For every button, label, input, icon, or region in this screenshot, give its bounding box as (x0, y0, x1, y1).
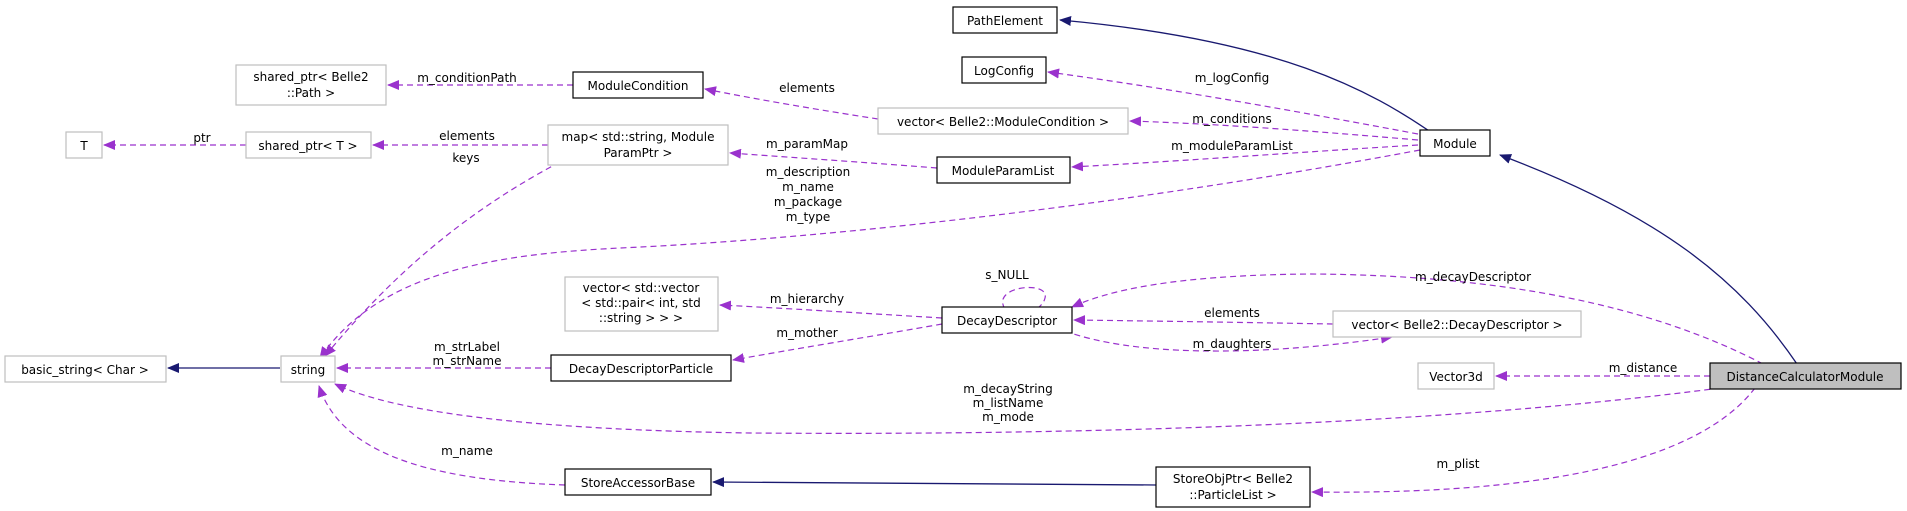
node-path-element[interactable]: PathElement (952, 6, 1058, 34)
node-map-string-param[interactable]: map< std::string, Module ParamPtr > (547, 124, 729, 166)
label-m-module-param-list: m_moduleParamList (1171, 139, 1293, 153)
label-particle-strings: m_strLabel m_strName (433, 340, 502, 368)
node-store-obj-ptr[interactable]: StoreObjPtr< Belle2 ::ParticleList > (1155, 466, 1311, 508)
svg-text:shared_ptr< T >: shared_ptr< T > (258, 139, 357, 153)
label-m-decay-descriptor: m_decayDescriptor (1415, 270, 1531, 284)
svg-text:::Path >: ::Path > (287, 86, 335, 100)
edge-module-to-moduleparamlist (1071, 144, 1419, 172)
node-basic-string[interactable]: basic_string< Char > (4, 355, 167, 383)
svg-text:ModuleCondition: ModuleCondition (588, 79, 689, 93)
svg-text:ParamPtr >: ParamPtr > (604, 146, 673, 160)
svg-text:m_strLabel: m_strLabel (434, 340, 500, 354)
label-m-mother: m_mother (776, 326, 837, 340)
node-vector3d[interactable]: Vector3d (1417, 362, 1495, 390)
svg-text:DecayDescriptor: DecayDescriptor (957, 314, 1057, 328)
node-t[interactable]: T (65, 131, 103, 159)
node-vector-pair[interactable]: vector< std::vector < std::pair< int, st… (564, 276, 719, 332)
label-s-null: s_NULL (985, 268, 1029, 282)
svg-text:Vector3d: Vector3d (1429, 370, 1483, 384)
svg-text:map< std::string, Module: map< std::string, Module (562, 130, 715, 144)
label-ptr: ptr (193, 131, 210, 145)
edge-module-to-string (319, 149, 1421, 359)
edge-paramlist-to-map (729, 148, 938, 169)
svg-text:m_strName: m_strName (433, 354, 502, 368)
label-m-distance: m_distance (1609, 361, 1678, 375)
svg-text:m_mode: m_mode (982, 410, 1034, 424)
node-module-param-list[interactable]: ModuleParamList (936, 156, 1071, 184)
node-vector-module-condition[interactable]: vector< Belle2::ModuleCondition > (877, 107, 1129, 135)
label-m-param-map: m_paramMap (766, 137, 848, 151)
edge-map-to-string (324, 161, 561, 357)
node-vector-decay-descriptor[interactable]: vector< Belle2::DecayDescriptor > (1332, 310, 1582, 338)
svg-text:::ParticleList >: ::ParticleList > (1189, 488, 1276, 502)
edge-distancecalc-to-storeobjptr (1311, 387, 1756, 498)
label-elements-condition: elements (779, 81, 835, 95)
svg-text:m_decayString: m_decayString (963, 382, 1053, 396)
svg-text:Module: Module (1433, 137, 1477, 151)
edge-decaydescriptor-to-vectorpair (719, 300, 943, 319)
svg-text:vector< Belle2::DecayDescripto: vector< Belle2::DecayDescriptor > (1351, 318, 1562, 332)
svg-text:m_description: m_description (766, 165, 850, 179)
svg-text:PathElement: PathElement (967, 14, 1043, 28)
edge-module-to-vectorcondition (1129, 116, 1419, 141)
node-decay-descriptor-particle[interactable]: DecayDescriptorParticle (550, 354, 732, 382)
label-m-plist: m_plist (1437, 457, 1480, 471)
edge-storeaccessor-to-string (317, 385, 566, 486)
svg-text:< std::pair< int, std: < std::pair< int, std (581, 296, 700, 310)
label-m-daughters: m_daughters (1193, 337, 1272, 351)
svg-text:m_type: m_type (786, 210, 831, 224)
label-m-condition-path: m_conditionPath (417, 71, 517, 85)
label-keys: keys (452, 151, 479, 165)
node-decay-descriptor[interactable]: DecayDescriptor (941, 306, 1073, 334)
label-module-decay-strings: m_decayString m_listName m_mode (963, 382, 1053, 424)
label-elements-decay: elements (1204, 306, 1260, 320)
node-distance-calculator-module[interactable]: DistanceCalculatorModule (1709, 362, 1902, 390)
svg-text:::string > > >: ::string > > > (599, 311, 683, 325)
edge-vectorcondition-to-modulecondition (704, 86, 879, 120)
svg-text:StoreAccessorBase: StoreAccessorBase (581, 476, 695, 490)
edge-decaydescriptor-to-vectordecay (1064, 330, 1393, 352)
label-m-name-accessor: m_name (441, 444, 493, 458)
node-module-condition[interactable]: ModuleCondition (572, 71, 704, 99)
edge-module-to-logconfig (1047, 68, 1419, 135)
label-module-strings: m_description m_name m_package m_type (766, 165, 850, 224)
edge-distancecalc-to-module (1499, 154, 1798, 365)
svg-text:shared_ptr< Belle2: shared_ptr< Belle2 (253, 70, 368, 84)
svg-text:DecayDescriptorParticle: DecayDescriptorParticle (569, 362, 713, 376)
edge-decaydescriptor-to-particle (732, 323, 943, 363)
svg-text:StoreObjPtr< Belle2: StoreObjPtr< Belle2 (1173, 472, 1293, 486)
edge-vectordecay-to-decaydescriptor (1073, 315, 1334, 326)
svg-text:string: string (291, 363, 325, 377)
svg-text:LogConfig: LogConfig (974, 64, 1034, 78)
svg-text:m_name: m_name (782, 180, 834, 194)
label-elements-shared: elements (439, 129, 495, 143)
svg-text:vector< Belle2::ModuleConditio: vector< Belle2::ModuleCondition > (897, 115, 1109, 129)
svg-text:m_package: m_package (774, 195, 842, 209)
svg-text:basic_string< Char >: basic_string< Char > (21, 363, 149, 377)
node-shared-ptr-t[interactable]: shared_ptr< T > (245, 131, 372, 159)
svg-text:T: T (79, 139, 88, 153)
label-m-conditions: m_conditions (1192, 112, 1271, 126)
node-shared-ptr-path[interactable]: shared_ptr< Belle2 ::Path > (235, 64, 387, 106)
svg-text:m_listName: m_listName (973, 396, 1044, 410)
edge-module-to-pathelement (1059, 16, 1436, 136)
edge-distancecalc-to-decaydescriptor (1071, 273, 1764, 365)
node-log-config[interactable]: LogConfig (961, 56, 1047, 84)
node-module[interactable]: Module (1419, 129, 1491, 157)
edge-storeobjptr-to-storeaccessor (712, 477, 1157, 488)
node-string[interactable]: string (280, 355, 336, 383)
svg-text:DistanceCalculatorModule: DistanceCalculatorModule (1726, 370, 1883, 384)
label-m-hierarchy: m_hierarchy (770, 292, 844, 306)
svg-text:ModuleParamList: ModuleParamList (952, 164, 1055, 178)
label-m-log-config: m_logConfig (1195, 71, 1269, 85)
svg-text:vector< std::vector: vector< std::vector (583, 281, 700, 295)
node-store-accessor-base[interactable]: StoreAccessorBase (564, 468, 712, 496)
